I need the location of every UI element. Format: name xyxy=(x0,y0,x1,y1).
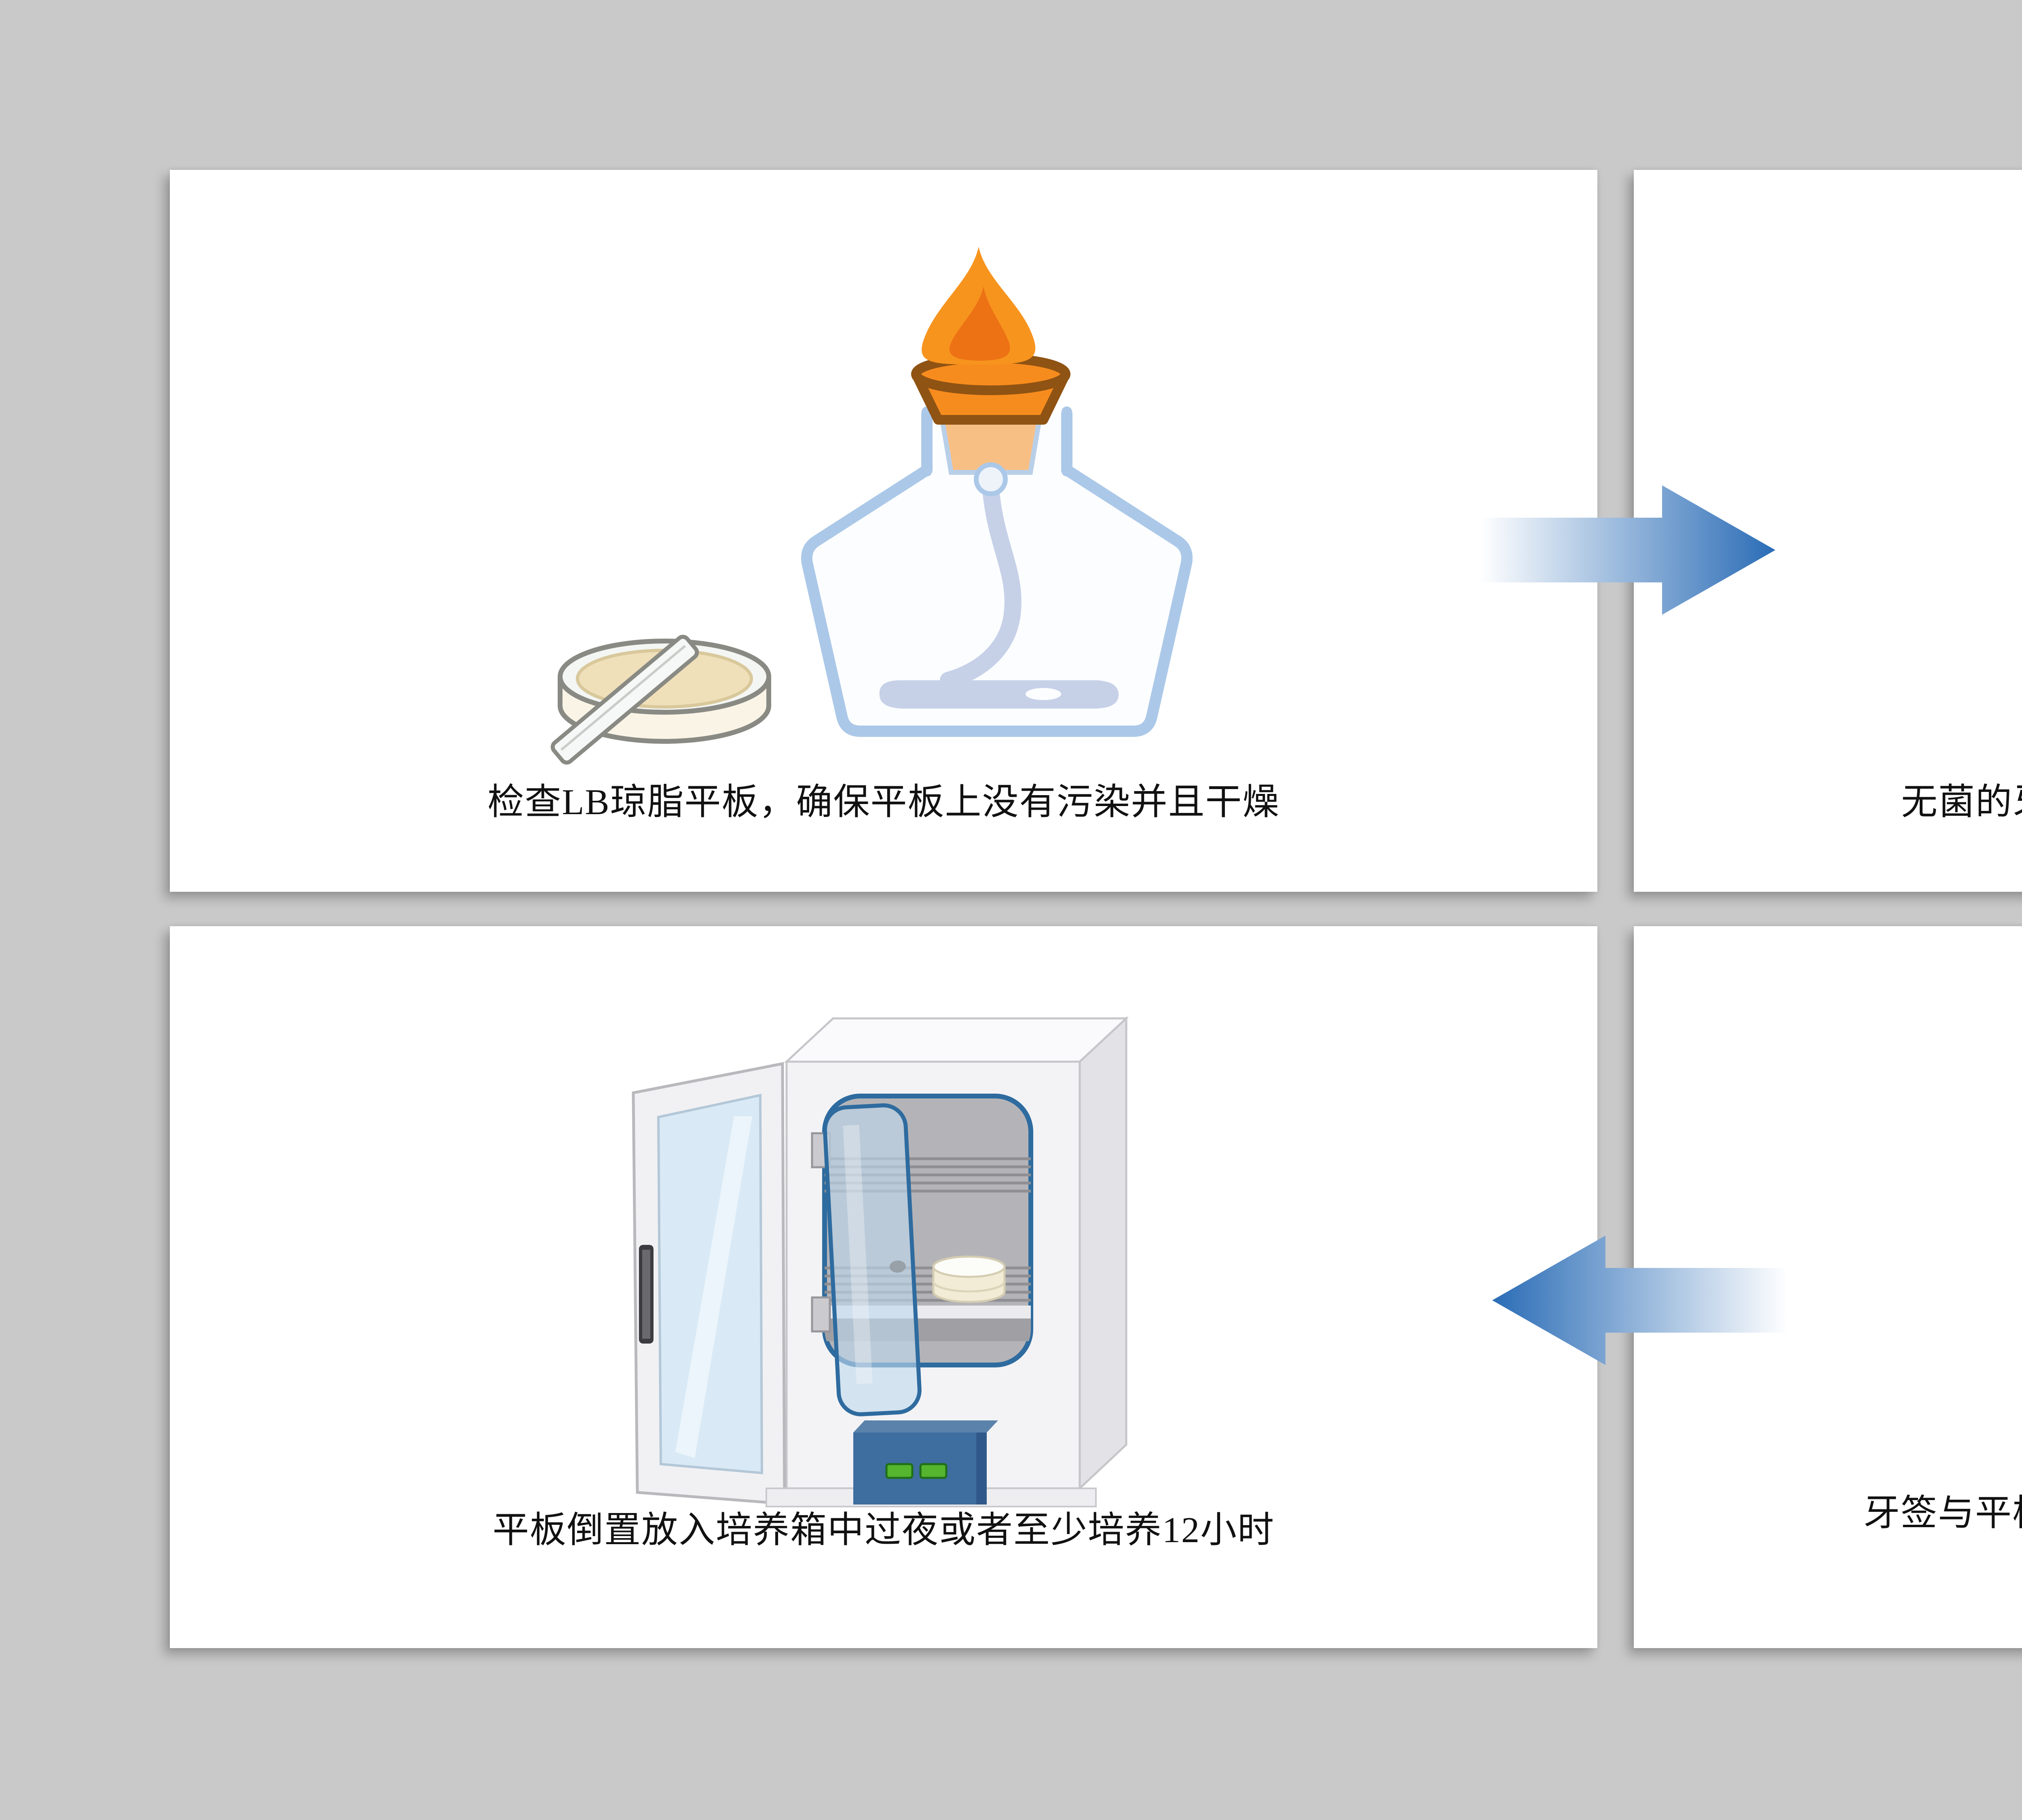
flame-inner xyxy=(949,286,1010,361)
control-panel xyxy=(853,1420,998,1505)
caption-step-3: 牙签与平板接触角度大概在45度左右，划线接种，重复三次 xyxy=(1863,1493,2022,1533)
indicator-light-1 xyxy=(885,1463,914,1479)
fuel-pool-highlight xyxy=(1026,688,1061,700)
inner-door-reflection xyxy=(843,1125,873,1384)
indicator-light-2 xyxy=(919,1463,948,1479)
hinge-bottom xyxy=(811,1296,831,1333)
incubator-illustration xyxy=(632,1016,1129,1507)
wick-holder-knob xyxy=(974,462,1008,496)
alcohol-burner-illustration xyxy=(550,247,1193,765)
panel-step-4: 平板倒置放入培养箱中过夜或者至少培养12小时 xyxy=(170,926,1597,1648)
plate-lid-slab xyxy=(550,635,699,765)
arrow-left-icon xyxy=(1492,1236,1787,1365)
plate-lid-edge xyxy=(560,645,686,751)
window-glare xyxy=(675,1116,752,1458)
caption-step-1: 检查LB琼脂平板，确保平板上没有污染并且干燥 xyxy=(487,782,1280,822)
incubator-top-face xyxy=(784,1017,1129,1063)
burner-body xyxy=(801,413,1193,737)
inner-door-knob xyxy=(889,1260,906,1273)
fuel-pool xyxy=(879,680,1119,709)
incubator-side-face xyxy=(1079,1016,1127,1491)
panel-step-1: 检查LB琼脂平板，确保平板上没有污染并且干燥 xyxy=(170,170,1597,892)
incubator-icon xyxy=(632,1016,1129,1507)
outer-door-open xyxy=(632,1062,786,1505)
plate-lid xyxy=(550,635,699,765)
lb-agar-plate-icon xyxy=(550,635,771,765)
door-handle-inner xyxy=(642,1250,650,1339)
inverted-plate-icon xyxy=(932,1255,1006,1303)
wick xyxy=(940,481,1022,689)
caption-step-2: 无菌的牙签，把它插入并接触到有细菌生长的穿刺区域 xyxy=(1901,782,2022,822)
arrow-right-icon xyxy=(1480,485,1775,615)
inner-glass-door xyxy=(823,1103,922,1416)
alcohol-burner-icon xyxy=(801,247,1193,737)
caption-step-4: 平板倒置放入培养箱中过夜或者至少培养12小时 xyxy=(493,1510,1275,1550)
